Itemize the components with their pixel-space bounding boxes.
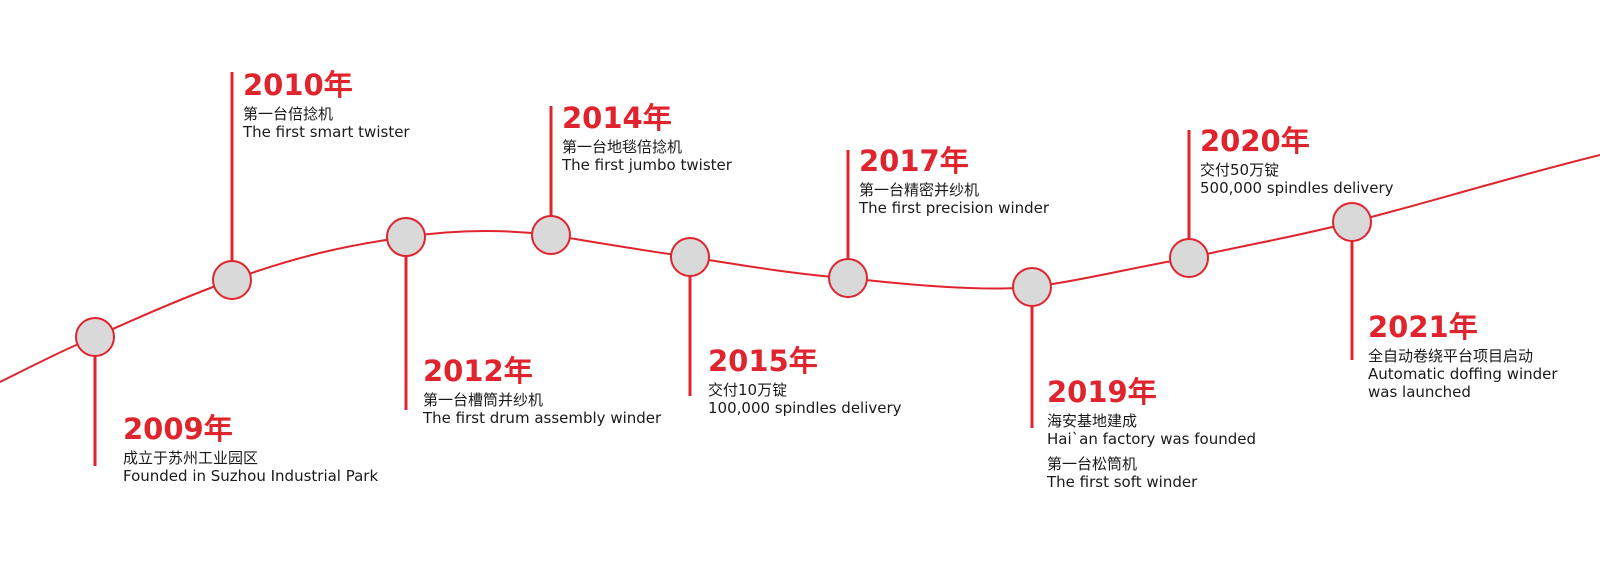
event-2015: 2015年 交付10万锭 100,000 spindles delivery xyxy=(708,344,902,417)
event-desc: 成立于苏州工业园区 Founded in Suzhou Industrial P… xyxy=(123,449,378,485)
event-desc-en: Founded in Suzhou Industrial Park xyxy=(123,467,379,485)
event-desc-en: The first precision winder xyxy=(859,199,1050,217)
event-desc-zh: 第一台精密并纱机 xyxy=(859,181,980,199)
event-desc-en: Hai`an factory was founded xyxy=(1047,430,1256,448)
event-2019: 2019年 海安基地建成 Hai`an factory was founded … xyxy=(1047,375,1256,491)
event-year: 2019年 xyxy=(1047,375,1157,409)
event-node-circle xyxy=(1332,202,1372,242)
event-desc: 第一台槽筒并纱机 The first drum assembly winder xyxy=(423,391,661,427)
event-2021: 2021年 全自动卷绕平台项目启动 Automatic doffing wind… xyxy=(1368,310,1558,401)
event-desc-zh: 第一台槽筒并纱机 xyxy=(423,391,544,409)
event-node-circle xyxy=(386,217,426,257)
event-year: 2015年 xyxy=(708,344,818,378)
event-desc: 第一台松筒机 The first soft winder xyxy=(1047,455,1256,491)
event-2020: 2020年 交付50万锭 500,000 spindles delivery xyxy=(1200,124,1394,197)
event-desc-en: The first soft winder xyxy=(1047,473,1198,491)
event-year: 2021年 xyxy=(1368,310,1478,344)
event-desc-en: The first smart twister xyxy=(243,123,410,141)
event-node-circle xyxy=(670,237,710,277)
event-desc-en: The first jumbo twister xyxy=(562,156,732,174)
event-nodes xyxy=(75,202,1372,357)
event-desc-zh: 第一台地毯倍捻机 xyxy=(562,138,683,156)
event-desc: 第一台地毯倍捻机 The first jumbo twister xyxy=(562,138,732,174)
event-year: 2009年 xyxy=(123,412,233,446)
event-node-circle xyxy=(1012,267,1052,307)
event-desc-en: 100,000 spindles delivery xyxy=(708,399,902,417)
event-year: 2020年 xyxy=(1200,124,1310,158)
event-2009: 2009年 成立于苏州工业园区 Founded in Suzhou Indust… xyxy=(123,412,378,485)
event-desc-en: Automatic doffing winder was launched xyxy=(1368,365,1558,401)
event-desc-zh: 交付10万锭 xyxy=(708,381,788,399)
event-desc-zh: 第一台松筒机 xyxy=(1047,455,1138,473)
event-2010: 2010年 第一台倍捻机 The first smart twister xyxy=(243,68,410,141)
event-2017: 2017年 第一台精密并纱机 The first precision winde… xyxy=(859,144,1049,217)
event-desc-zh: 交付50万锭 xyxy=(1200,161,1280,179)
event-year: 2012年 xyxy=(423,354,533,388)
event-2014: 2014年 第一台地毯倍捻机 The first jumbo twister xyxy=(562,101,732,174)
event-desc: 第一台精密并纱机 The first precision winder xyxy=(859,181,1049,217)
event-desc-en: The first drum assembly winder xyxy=(423,409,662,427)
event-node-circle xyxy=(75,317,115,357)
event-desc-zh: 海安基地建成 xyxy=(1047,412,1138,430)
event-desc: 第一台倍捻机 The first smart twister xyxy=(243,105,410,141)
event-desc: 全自动卷绕平台项目启动 Automatic doffing winder was… xyxy=(1368,347,1558,401)
event-desc-zh: 全自动卷绕平台项目启动 xyxy=(1368,347,1534,365)
event-year: 2010年 xyxy=(243,68,353,102)
event-node-circle xyxy=(1169,238,1209,278)
event-desc: 交付50万锭 500,000 spindles delivery xyxy=(1200,161,1394,197)
event-desc-en: 500,000 spindles delivery xyxy=(1200,179,1394,197)
event-desc-zh: 第一台倍捻机 xyxy=(243,105,334,123)
event-year: 2017年 xyxy=(859,144,969,178)
event-node-circle xyxy=(828,258,868,298)
event-desc: 海安基地建成 Hai`an factory was founded xyxy=(1047,412,1256,448)
event-desc: 交付10万锭 100,000 spindles delivery xyxy=(708,381,902,417)
event-connectors xyxy=(93,72,1354,466)
event-2012: 2012年 第一台槽筒并纱机 The first drum assembly w… xyxy=(423,354,661,427)
event-node-circle xyxy=(212,260,252,300)
event-year: 2014年 xyxy=(562,101,672,135)
event-node-circle xyxy=(531,215,571,255)
event-desc-zh: 成立于苏州工业园区 xyxy=(123,449,259,467)
